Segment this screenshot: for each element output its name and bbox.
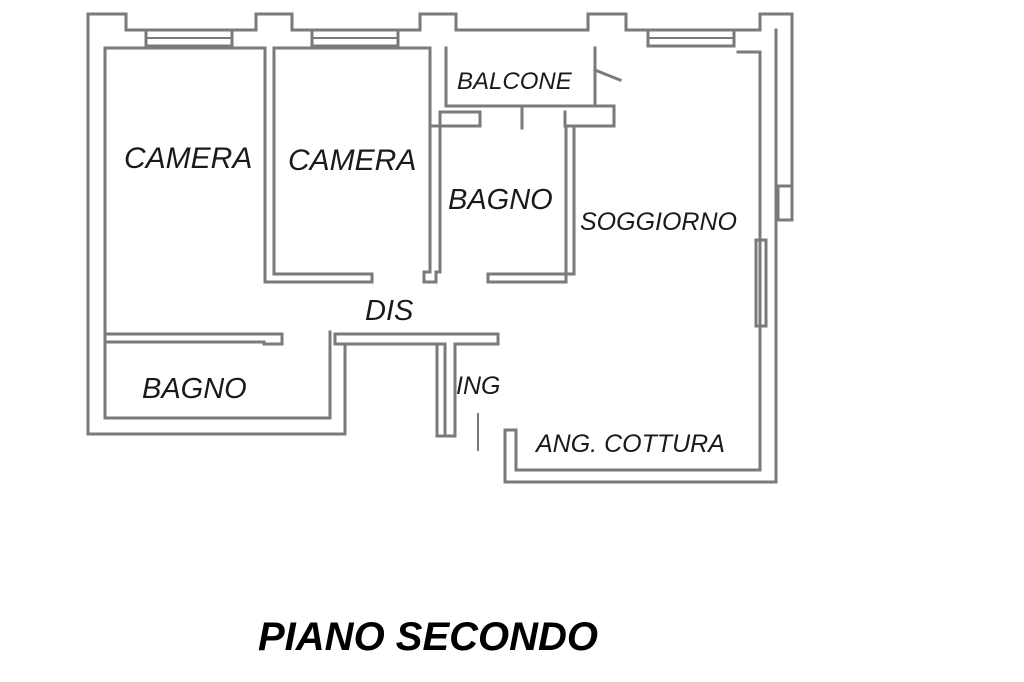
room-label-bagno-top: BAGNO [448,184,553,216]
room-label-camera-1: CAMERA [124,142,252,175]
room-label-camera-2: CAMERA [288,144,416,177]
room-label-soggiorno: SOGGIORNO [580,208,737,236]
wall-bagno-top-west [422,48,482,284]
walls [86,12,794,484]
room-label-ang-cottura: ANG. COTTURA [534,430,725,458]
outer-wall-east [503,28,778,484]
wall-camera1-south [103,332,284,346]
room-label-balcone: BALCONE [457,68,573,95]
room-label-dis: DIS [365,295,414,327]
wall-ingresso [333,332,500,438]
room-label-ing: ING [456,372,500,400]
wall-camera-divider [263,46,374,284]
wall-balcone [444,46,622,130]
wall-bagno-top-east [486,124,576,284]
room-label-bagno-bottom: BAGNO [142,373,247,405]
outer-wall-west-inner [103,46,332,420]
window-east [754,238,768,328]
plan-title: PIANO SECONDO [258,615,598,659]
outer-wall-north [86,12,794,222]
outer-wall-north-inner [103,46,448,108]
